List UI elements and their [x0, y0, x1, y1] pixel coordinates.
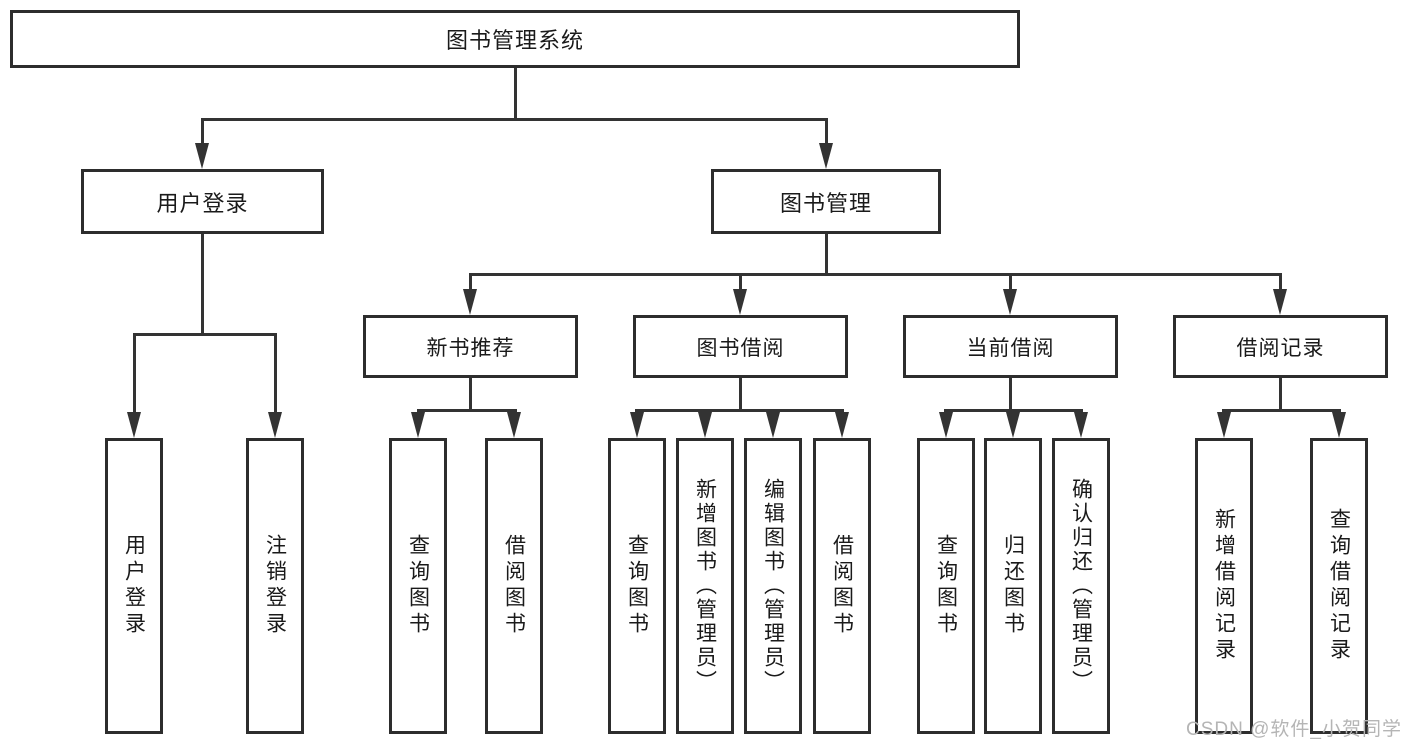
- edge-bookmgmt-branch: [469, 273, 1282, 276]
- edge-bookborrow-trunk: [739, 378, 742, 409]
- leaf-borrow-query-books-label: 查询图书: [625, 534, 649, 638]
- edge-bookmgmt-drop-3: [1009, 273, 1012, 291]
- edge-bookborrow-branch: [635, 409, 844, 412]
- arrowhead-icon: [1332, 412, 1346, 438]
- node-library-system: 图书管理系统: [10, 10, 1020, 68]
- arrowhead-icon: [268, 412, 282, 438]
- leaf-return-books-label: 归还图书: [1001, 534, 1025, 638]
- node-current-borrowing-label: 当前借阅: [966, 336, 1055, 360]
- arrowhead-icon: [1074, 412, 1088, 438]
- leaf-edit-book-admin: 编辑图书（管理员）: [744, 438, 802, 734]
- edge-userlogin-trunk: [201, 234, 204, 333]
- leaf-return-books: 归还图书: [984, 438, 1042, 734]
- leaf-add-book-admin-label: 新增图书（管理员）: [693, 478, 717, 694]
- edge-userlogin-branch: [133, 333, 277, 336]
- leaf-current-query-books-label: 查询图书: [934, 534, 958, 638]
- leaf-borrow-borrow-books-label: 借阅图书: [830, 534, 854, 638]
- leaf-borrow-borrow-books: 借阅图书: [813, 438, 871, 734]
- node-current-borrowing: 当前借阅: [903, 315, 1118, 378]
- edge-records-branch: [1222, 409, 1341, 412]
- leaf-newbook-query-books: 查询图书: [389, 438, 447, 734]
- leaf-newbook-query-books-label: 查询图书: [406, 534, 430, 638]
- arrowhead-icon: [733, 289, 747, 315]
- node-user-login-label: 用户登录: [156, 190, 249, 216]
- leaf-user-login: 用户登录: [105, 438, 163, 734]
- leaf-newbook-borrow-books-label: 借阅图书: [502, 534, 526, 638]
- edge-root-drop-right: [825, 118, 828, 146]
- arrowhead-icon: [630, 412, 644, 438]
- edge-userlogin-drop-2: [274, 333, 277, 415]
- arrowhead-icon: [1217, 412, 1231, 438]
- arrowhead-icon: [411, 412, 425, 438]
- leaf-logout: 注销登录: [246, 438, 304, 734]
- leaf-query-borrow-record: 查询借阅记录: [1310, 438, 1368, 734]
- leaf-confirm-return-admin: 确认归还（管理员）: [1052, 438, 1110, 734]
- node-book-borrowing: 图书借阅: [633, 315, 848, 378]
- edge-newbook-branch: [417, 409, 517, 412]
- edge-root-branch: [201, 118, 828, 121]
- edge-bookmgmt-drop-4: [1279, 273, 1282, 291]
- node-borrowing-records-label: 借阅记录: [1236, 336, 1325, 360]
- node-new-book-recommend: 新书推荐: [363, 315, 578, 378]
- edge-root-trunk: [514, 68, 517, 118]
- edge-records-trunk: [1279, 378, 1282, 409]
- edge-currentborrow-trunk: [1009, 378, 1012, 409]
- leaf-add-borrow-record-label: 新增借阅记录: [1212, 508, 1236, 664]
- node-borrowing-records: 借阅记录: [1173, 315, 1388, 378]
- arrowhead-icon: [766, 412, 780, 438]
- node-user-login: 用户登录: [81, 169, 324, 234]
- leaf-logout-label: 注销登录: [263, 534, 287, 638]
- edge-bookmgmt-drop-1: [469, 273, 472, 291]
- leaf-edit-book-admin-label: 编辑图书（管理员）: [761, 478, 785, 694]
- arrowhead-icon: [195, 143, 209, 169]
- edge-newbook-trunk: [469, 378, 472, 409]
- arrowhead-icon: [698, 412, 712, 438]
- node-book-management: 图书管理: [711, 169, 941, 234]
- arrowhead-icon: [463, 289, 477, 315]
- leaf-current-query-books: 查询图书: [917, 438, 975, 734]
- arrowhead-icon: [819, 143, 833, 169]
- leaf-query-borrow-record-label: 查询借阅记录: [1327, 508, 1351, 664]
- node-book-borrowing-label: 图书借阅: [696, 336, 785, 360]
- node-book-management-label: 图书管理: [779, 190, 872, 216]
- edge-bookmgmt-drop-2: [739, 273, 742, 291]
- node-library-system-label: 图书管理系统: [445, 28, 584, 53]
- leaf-add-book-admin: 新增图书（管理员）: [676, 438, 734, 734]
- arrowhead-icon: [1003, 289, 1017, 315]
- arrowhead-icon: [835, 412, 849, 438]
- leaf-borrow-query-books: 查询图书: [608, 438, 666, 734]
- edge-userlogin-drop-1: [133, 333, 136, 415]
- arrowhead-icon: [507, 412, 521, 438]
- arrowhead-icon: [939, 412, 953, 438]
- edge-root-drop-left: [201, 118, 204, 146]
- arrowhead-icon: [1006, 412, 1020, 438]
- csdn-watermark: CSDN @软件_小贺同学: [1186, 719, 1402, 740]
- leaf-confirm-return-admin-label: 确认归还（管理员）: [1069, 478, 1093, 694]
- arrowhead-icon: [127, 412, 141, 438]
- edge-bookmgmt-trunk: [825, 234, 828, 273]
- leaf-user-login-label: 用户登录: [122, 534, 146, 638]
- leaf-newbook-borrow-books: 借阅图书: [485, 438, 543, 734]
- arrowhead-icon: [1273, 289, 1287, 315]
- leaf-add-borrow-record: 新增借阅记录: [1195, 438, 1253, 734]
- node-new-book-recommend-label: 新书推荐: [426, 336, 515, 360]
